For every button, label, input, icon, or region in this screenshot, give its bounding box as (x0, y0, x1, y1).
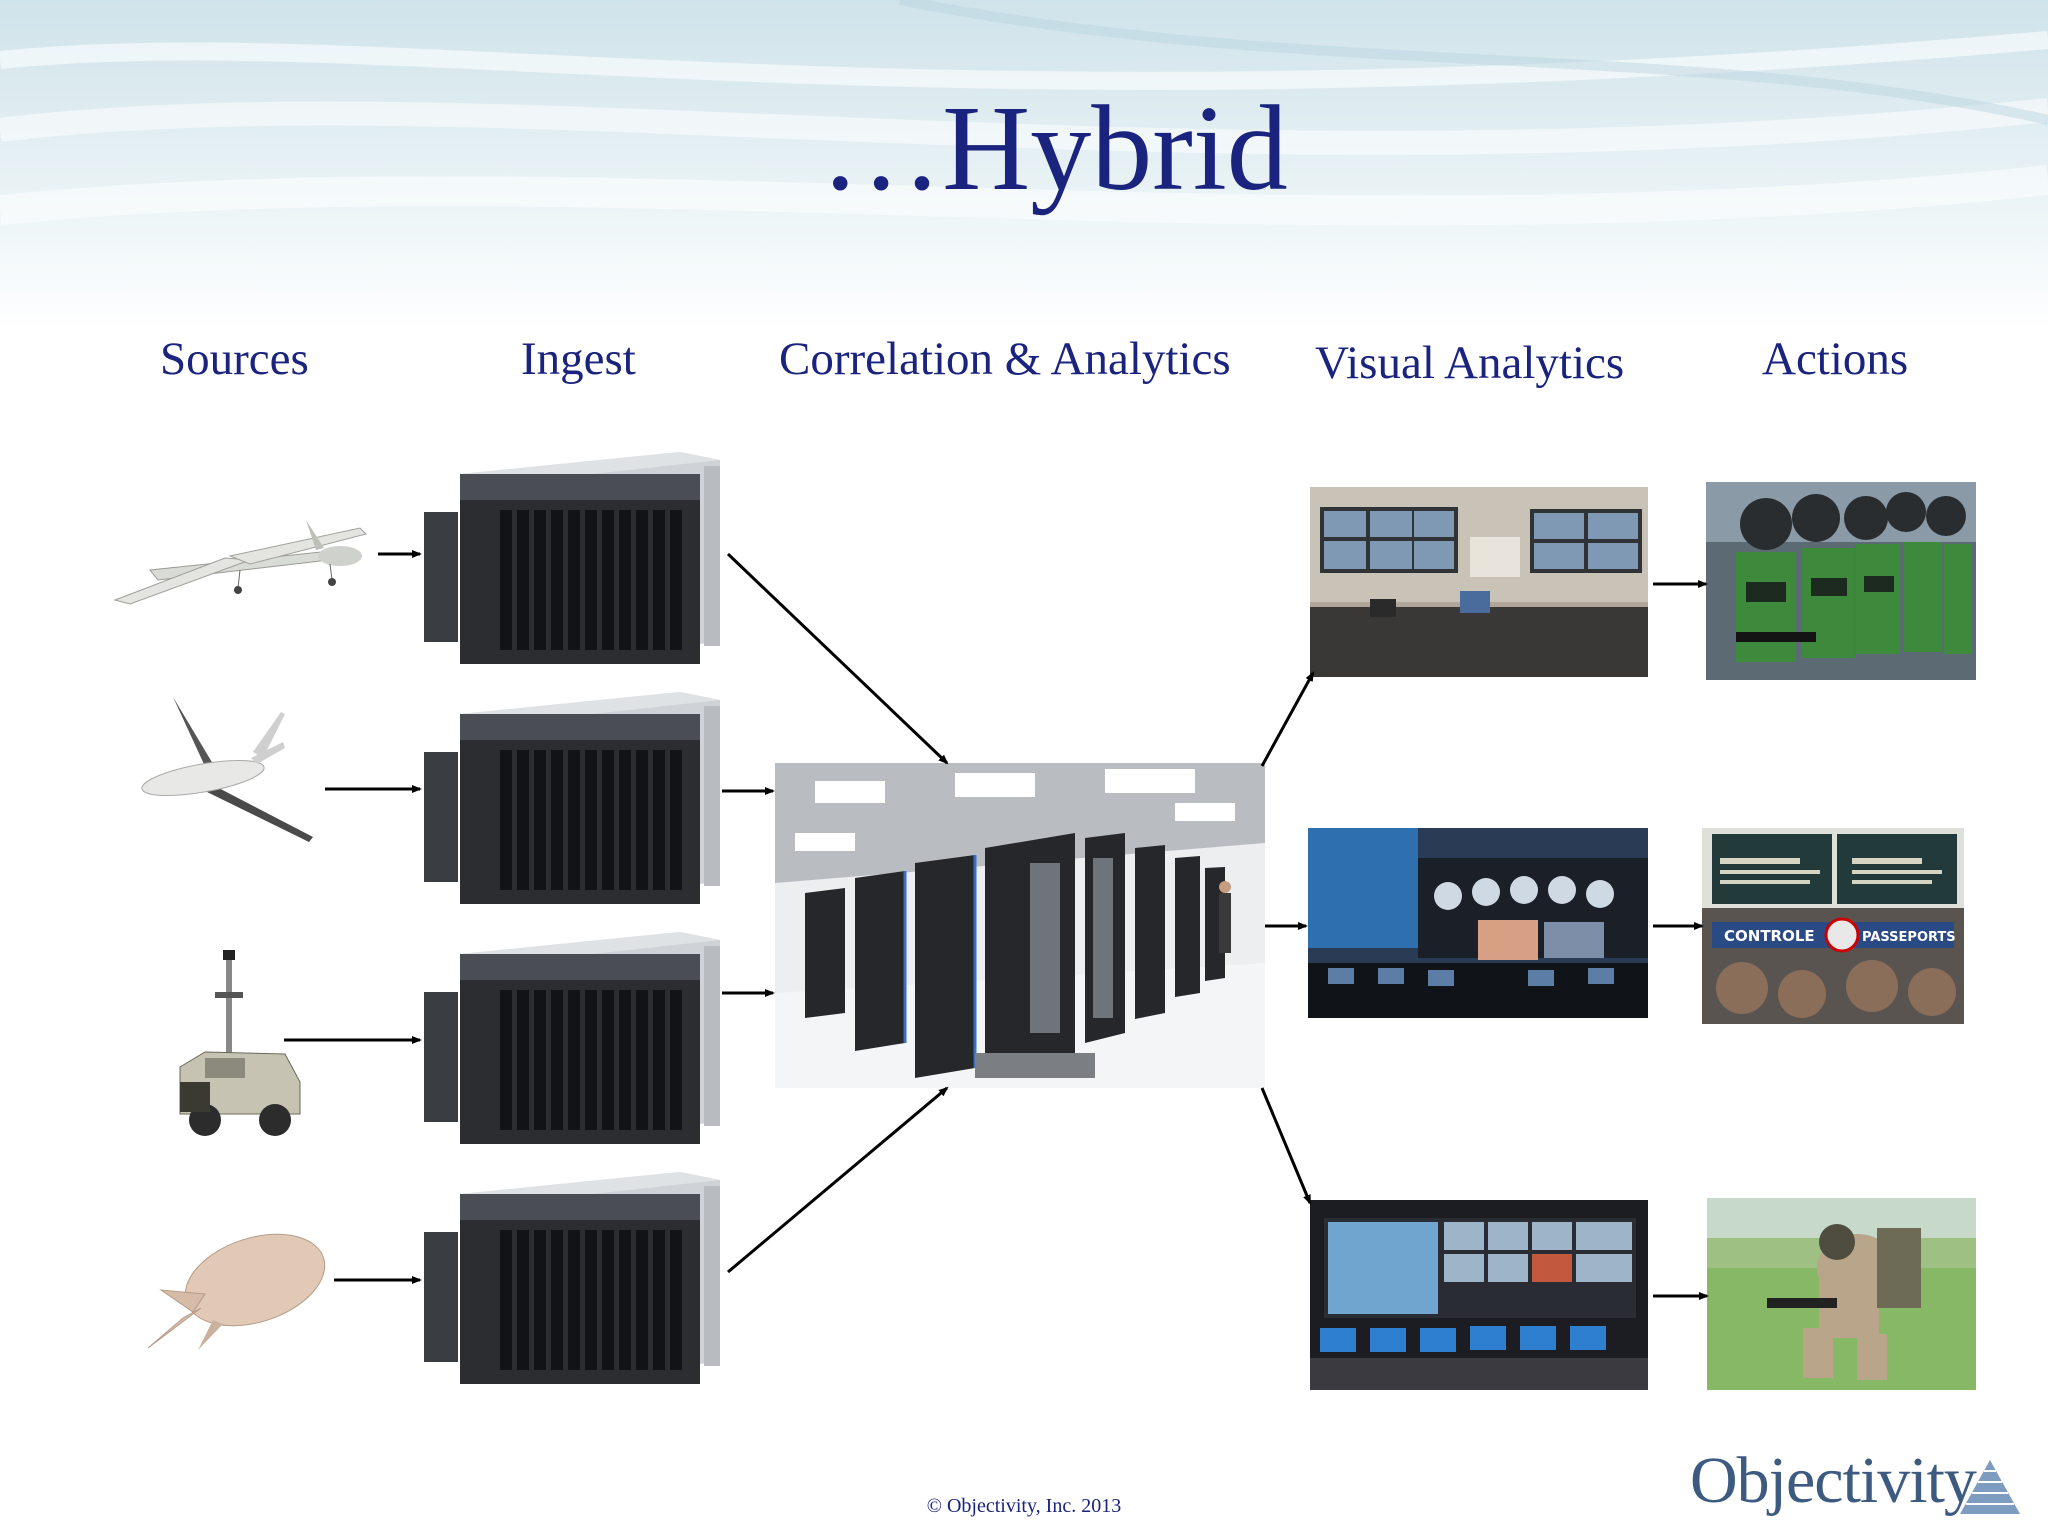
column-label-ingest: Ingest (521, 333, 636, 385)
aerostat-blimp-icon (143, 1220, 328, 1352)
operations-center-icon (1308, 828, 1648, 1018)
header-background (0, 0, 2048, 330)
logo-text: Objectivity (1690, 1444, 1977, 1517)
objectivity-logo: Objectivity (1690, 1448, 2020, 1520)
global-hawk-drone-icon (133, 692, 323, 842)
logo-pyramid-icon (1960, 1460, 2020, 1514)
svg-text:PASSEPORTS: PASSEPORTS (1862, 930, 1956, 945)
predator-drone-icon (110, 508, 368, 608)
ingest-server-2 (420, 692, 720, 904)
riot-police-icon (1706, 482, 1976, 680)
soldier-field-icon (1707, 1198, 1976, 1390)
column-label-actions: Actions (1762, 333, 1909, 385)
svg-text:CONTROLE: CONTROLE (1724, 927, 1815, 945)
ingest-server-3 (420, 932, 720, 1144)
supercomputer-datacenter-icon (775, 763, 1265, 1088)
control-room-icon (1310, 487, 1648, 677)
slide-title: …Hybrid (820, 81, 1288, 216)
sensor-vehicle-icon (175, 942, 305, 1142)
column-label-sources: Sources (160, 333, 309, 385)
passport-control-icon: CONTROLE PASSEPORTS (1702, 828, 1964, 1024)
command-center-icon (1310, 1200, 1648, 1390)
column-label-visual-analytics: Visual Analytics (1315, 337, 1625, 389)
ingest-server-1 (420, 452, 720, 664)
copyright-footer: © Objectivity, Inc. 2013 (926, 1495, 1122, 1517)
ingest-server-4 (420, 1172, 720, 1384)
column-label-correlation: Correlation & Analytics (779, 333, 1231, 385)
